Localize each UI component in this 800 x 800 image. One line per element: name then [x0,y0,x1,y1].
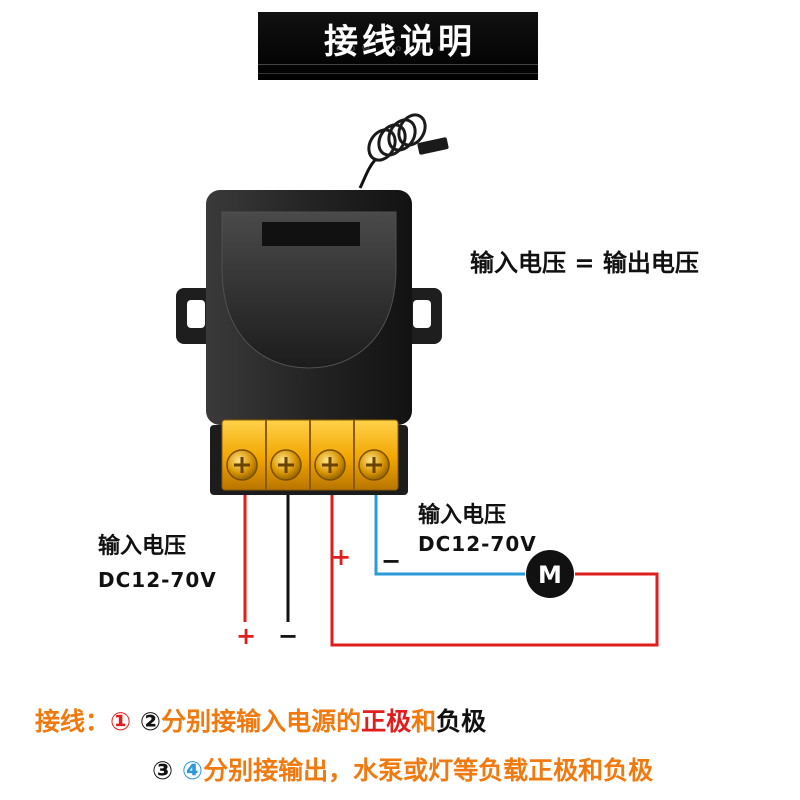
output-negative-sign: − [381,547,402,575]
motor-symbol: M [526,550,574,598]
input-voltage-label-right: 输入电压 [418,503,507,528]
header-title: 接线说明 [324,22,476,62]
input-voltage-range-right: DC12-70V [418,532,537,556]
relay-housing [206,190,412,425]
header-subtitle: How to view [335,44,465,54]
input-voltage-range-left: DC12-70V [98,568,217,592]
instruction-text-b: 分别接输出，水泵或灯等负载正极和负极 [203,756,654,785]
motor-label: M [538,561,562,589]
wire-output-negative [374,495,525,576]
terminal-number-4: ④ [181,756,204,785]
wire-output-positive [330,495,659,647]
voltage-equation: 输入电压 = 输出电压 [470,249,699,277]
instruction-positive: 正极 [361,707,412,736]
input-negative-sign: − [278,622,299,650]
terminal-block [210,419,408,495]
terminal-screw-2 [270,449,302,481]
terminal-number-2: ② [139,707,162,736]
header-banner [258,12,538,80]
instruction-line-2: ③ ④分别接输出，水泵或灯等负载正极和负极 [152,751,653,787]
terminal-screw-4 [358,449,390,481]
instruction-prefix: 接线： [35,707,111,736]
antenna-coil [367,113,449,162]
terminal-number-3: ③ [152,756,174,785]
terminal-screw-3 [314,449,346,481]
instruction-and: 和 [411,707,437,736]
header: How to view 接线说明 [0,0,800,94]
antenna [358,113,449,189]
input-voltage-label-left: 输入电压 [98,534,187,559]
instruction-text-a: 分别接输入电源的 [161,707,362,736]
input-positive-sign: + [236,622,257,650]
terminal-screw-1 [226,449,258,481]
output-positive-sign: + [331,543,352,571]
label-window [262,222,360,246]
terminal-number-1: ① [110,707,132,736]
header-decor-lines [258,64,538,74]
instruction-line-1: 接线：① ②分别接输入电源的正极和负极 [35,702,486,738]
instruction-negative: 负极 [436,707,487,736]
